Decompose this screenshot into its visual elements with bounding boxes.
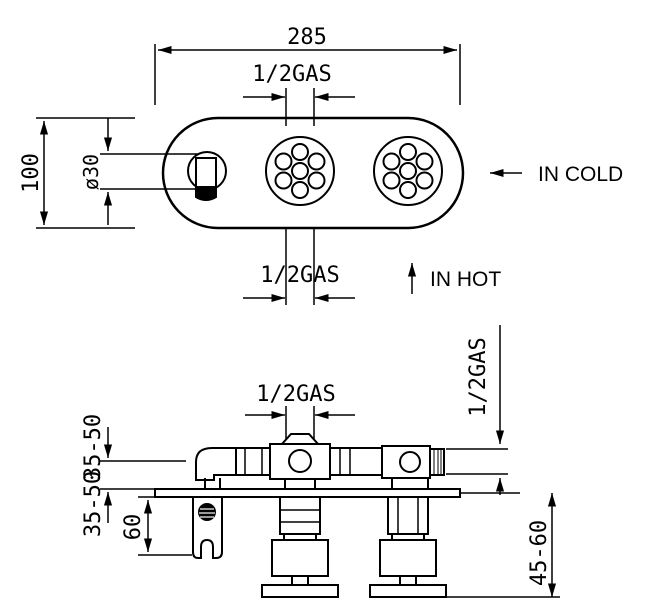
wall-plate xyxy=(154,488,461,498)
top-view: 285 1/2GAS 100 xyxy=(19,25,623,305)
diameter-label: ø30 xyxy=(79,154,103,190)
diameter-dimension: ø30 xyxy=(79,118,198,225)
width-label: 285 xyxy=(287,25,327,50)
right-dimension-label: 45-60 xyxy=(527,520,552,586)
hot-inlet-label: IN HOT xyxy=(430,268,501,291)
shower-outlet-elbow xyxy=(195,447,237,489)
hot-control-rosette-icon xyxy=(265,136,335,206)
mixer-body xyxy=(235,433,445,490)
cold-inlet-label: IN COLD xyxy=(538,163,623,186)
width-dimension: 285 xyxy=(154,25,461,105)
valve-body-outline xyxy=(161,116,465,230)
side-thread-dimension: 1/2GAS xyxy=(245,382,355,440)
left-lower-dimension-label: 35-50 xyxy=(81,471,106,537)
left-small-dimension-label: 60 xyxy=(121,514,146,541)
cold-control-rosette-icon xyxy=(373,136,443,206)
cold-inlet-indicator: IN COLD xyxy=(490,163,623,186)
left-dimensions: 35-50 35-50 60 xyxy=(81,414,192,556)
right-dimension: 45-60 xyxy=(436,493,560,598)
hot-cartridge-stem xyxy=(261,496,339,598)
bottom-thread-dimension: 1/2GAS xyxy=(243,237,355,305)
height-dimension: 100 xyxy=(19,117,135,229)
top-thread-label: 1/2GAS xyxy=(252,62,331,87)
hot-inlet-indicator: IN HOT xyxy=(407,263,501,294)
cold-cartridge-stem xyxy=(369,496,447,598)
side-thread-label: 1/2GAS xyxy=(256,382,335,407)
bottom-thread-label: 1/2GAS xyxy=(260,263,339,288)
diverter-handle-icon xyxy=(187,151,227,201)
height-label: 100 xyxy=(19,153,44,193)
left-upper-dimension-label: 35-50 xyxy=(81,414,106,480)
shower-holder-icon xyxy=(192,496,223,559)
vertical-thread-dimension: 1/2GAS xyxy=(446,325,508,495)
top-thread-dimension: 1/2GAS xyxy=(243,62,355,118)
side-view: 1/2GAS 1/2GAS xyxy=(81,325,560,598)
vertical-thread-label: 1/2GAS xyxy=(466,337,491,416)
